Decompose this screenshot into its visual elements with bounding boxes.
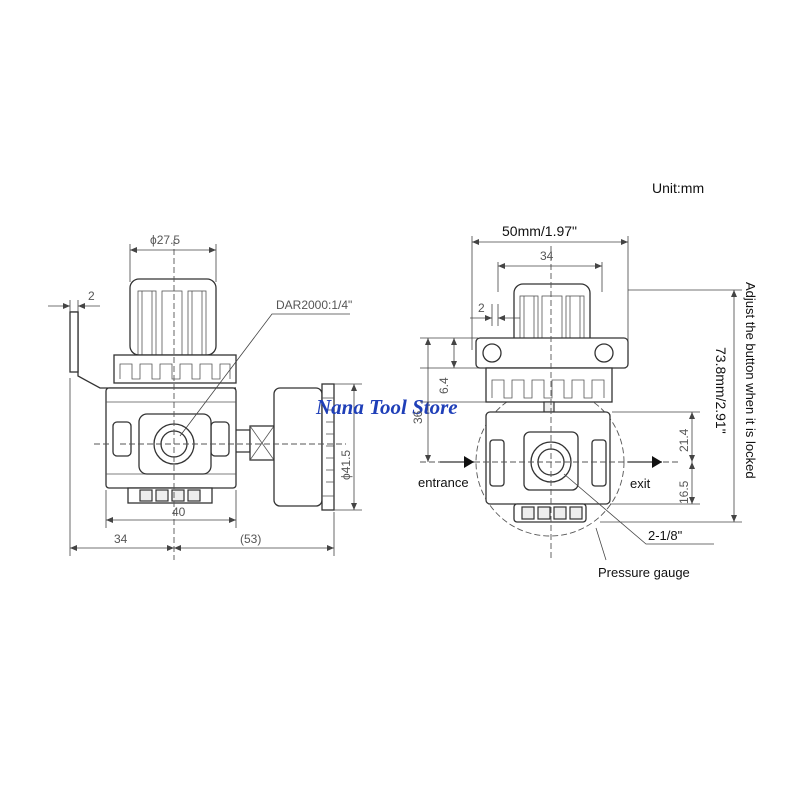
model-port-label: DAR2000:1/4" <box>276 298 352 312</box>
adjustment-knob <box>129 278 217 356</box>
dim-knob-diameter: ϕ27.5 <box>150 233 180 247</box>
dim-side-gap: 2 <box>478 301 485 315</box>
dim-16-5: 16.5 <box>677 480 691 504</box>
dim-gauge-extension: (53) <box>240 532 261 546</box>
dim-21-4: 21.4 <box>677 428 691 452</box>
dim-height-locked: 73.8mm/2.91" <box>713 347 729 434</box>
left-view: ϕ27.5 2 DAR2000:1/4" 40 34 (53) ϕ41.5 <box>48 233 362 560</box>
dim-lever-offset: 2 <box>88 289 95 303</box>
ports-label: 2-1/8" <box>648 528 683 543</box>
lock-ring <box>113 354 237 384</box>
locked-note: Adjust the button when it is locked <box>743 282 758 479</box>
exit-label: exit <box>630 476 651 491</box>
dim-body-width: 40 <box>172 505 186 519</box>
right-view: entrance exit 50mm/1.97" 34 2 6.4 36 <box>411 223 758 580</box>
dim-6-4: 6.4 <box>437 377 451 394</box>
unit-label: Unit:mm <box>652 180 704 196</box>
dim-knob-width: 34 <box>540 249 554 263</box>
pressure-gauge-label: Pressure gauge <box>598 565 690 580</box>
dim-left-width: 34 <box>114 532 128 546</box>
dim-36: 36 <box>411 410 425 424</box>
dim-overall-width: 50mm/1.97" <box>502 223 577 239</box>
entrance-label: entrance <box>418 475 469 490</box>
store-watermark: Nana Tool Store <box>315 395 458 419</box>
pressure-gauge-side <box>273 383 335 511</box>
dim-gauge-diameter: ϕ41.5 <box>339 450 353 480</box>
